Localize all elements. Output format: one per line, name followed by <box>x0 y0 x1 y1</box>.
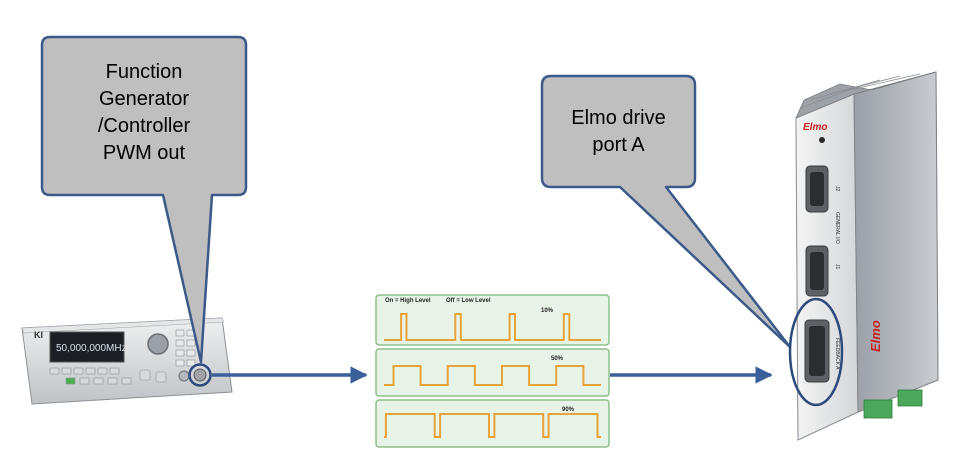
duty-label-90: 90% <box>562 407 575 413</box>
port-label-j2: J2 <box>834 186 840 192</box>
generator-display <box>49 331 125 363</box>
pwm-panel-90 <box>375 399 610 448</box>
generator-callout-line-4: PWM out <box>102 142 186 164</box>
generator-keypad <box>175 329 196 367</box>
drive-callout-line-1: Elmo drive <box>571 107 666 129</box>
pwm-panel-50 <box>375 348 610 397</box>
port-j1 <box>805 245 829 297</box>
generator-callout-bubble <box>40 35 248 364</box>
drive-brand-top: Elmo <box>803 122 827 133</box>
green-terminal-2 <box>897 389 923 407</box>
port-j2 <box>805 165 829 213</box>
duty-label-10: 10% <box>541 308 554 314</box>
port-feedback-a <box>804 319 830 383</box>
pwm-legend-on: On = High Level <box>385 298 431 304</box>
port-label-j1: J1 <box>834 264 840 270</box>
generator-knob[interactable] <box>147 333 169 355</box>
pwm-waveform-50 <box>384 365 601 386</box>
generator-callout-line-2: Generator <box>98 88 190 110</box>
heatsink-fins <box>799 73 921 109</box>
drive-callout-line-2: port A <box>592 134 645 156</box>
green-terminal <box>863 399 893 419</box>
generator-display-value: 50,000,000MHz <box>56 343 127 354</box>
elmo-drive-device: Elmo J2 GENERAL I/O J1 FEEDBACK A Elmo <box>788 71 939 441</box>
duty-label-50: 50% <box>551 356 564 362</box>
generator-brand-mark: KI <box>34 330 43 340</box>
port-a-highlight <box>788 297 844 407</box>
drive-callout-bubble <box>540 74 792 349</box>
status-led <box>819 137 825 143</box>
generator-buttons <box>49 367 167 385</box>
function-generator-device: 50,000,000MHz KI <box>21 317 233 405</box>
port-label-general-io: GENERAL I/O <box>834 212 840 244</box>
pwm-panels-group: On = High Level Off = Low Level 10% 50% … <box>375 294 610 448</box>
pwm-legend-off: Off = Low Level <box>446 298 491 304</box>
pwm-output-connector <box>193 368 207 382</box>
generator-callout-line-1: Function <box>105 61 183 83</box>
pwm-output-highlight <box>188 363 212 387</box>
generator-callout-text: Function Generator /Controller PWM out <box>42 59 246 167</box>
pwm-waveform-10 <box>384 313 601 341</box>
generator-callout-line-3: /Controller <box>97 115 191 137</box>
pwm-waveform-90 <box>384 413 601 438</box>
drive-callout-text: Elmo drive port A <box>542 105 695 159</box>
bnc-connector <box>178 370 190 382</box>
pwm-panel-10 <box>375 294 610 346</box>
port-label-feedback-a: FEEDBACK A <box>834 338 840 370</box>
drive-brand-side: Elmo <box>868 320 883 352</box>
